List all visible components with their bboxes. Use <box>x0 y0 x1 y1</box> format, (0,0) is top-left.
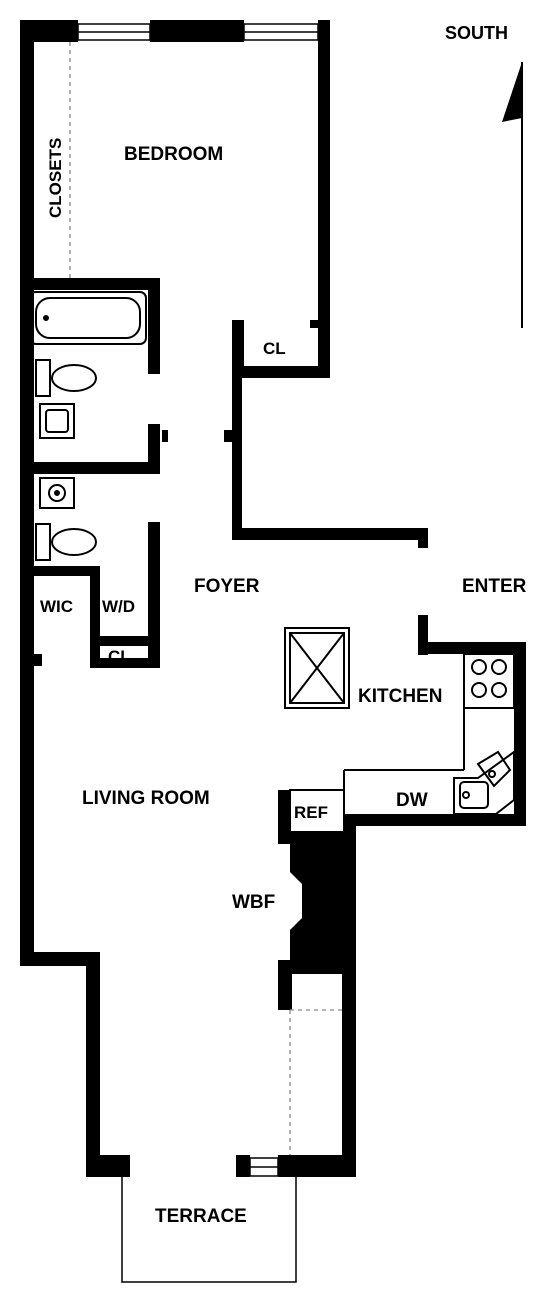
bathtub-icon <box>29 291 147 345</box>
kitchen-sink-icon <box>453 750 515 815</box>
terrace-label: TERRACE <box>155 1206 247 1227</box>
walls <box>20 20 526 1177</box>
closets-label: CLOSETS <box>46 138 65 218</box>
compass: SOUTH <box>445 23 523 328</box>
wic-label: WIC <box>40 597 73 616</box>
enter-label: ENTER <box>462 576 527 597</box>
skylight-icon <box>284 627 350 709</box>
sink-icon <box>39 403 75 439</box>
south-label: SOUTH <box>445 23 508 43</box>
hall-closet-label: CL <box>108 647 131 666</box>
refrigerator <box>289 789 345 833</box>
foyer-label: FOYER <box>194 576 260 597</box>
bedroom-closet-label: CL <box>263 339 286 358</box>
toilet-icon <box>35 523 97 561</box>
toilet-icon <box>35 359 97 397</box>
dw-label: DW <box>396 790 428 811</box>
ref-label: REF <box>294 803 328 822</box>
windows <box>77 23 319 1177</box>
terrace-outline <box>121 1177 297 1283</box>
dashed-lines <box>69 42 342 1155</box>
kitchen-label: KITCHEN <box>358 686 442 707</box>
sink-icon <box>39 477 75 509</box>
bedroom-label: BEDROOM <box>124 144 223 165</box>
wd-label: W/D <box>102 597 135 616</box>
fireplace-icon <box>290 844 342 960</box>
room-labels: BEDROOM CLOSETS CL FOYER ENTER WIC W/D C… <box>40 138 527 1227</box>
stove-icon <box>463 653 515 709</box>
living-room-label: LIVING ROOM <box>82 788 210 809</box>
wbf-label: WBF <box>232 892 275 913</box>
north-arrow-icon <box>502 62 523 328</box>
